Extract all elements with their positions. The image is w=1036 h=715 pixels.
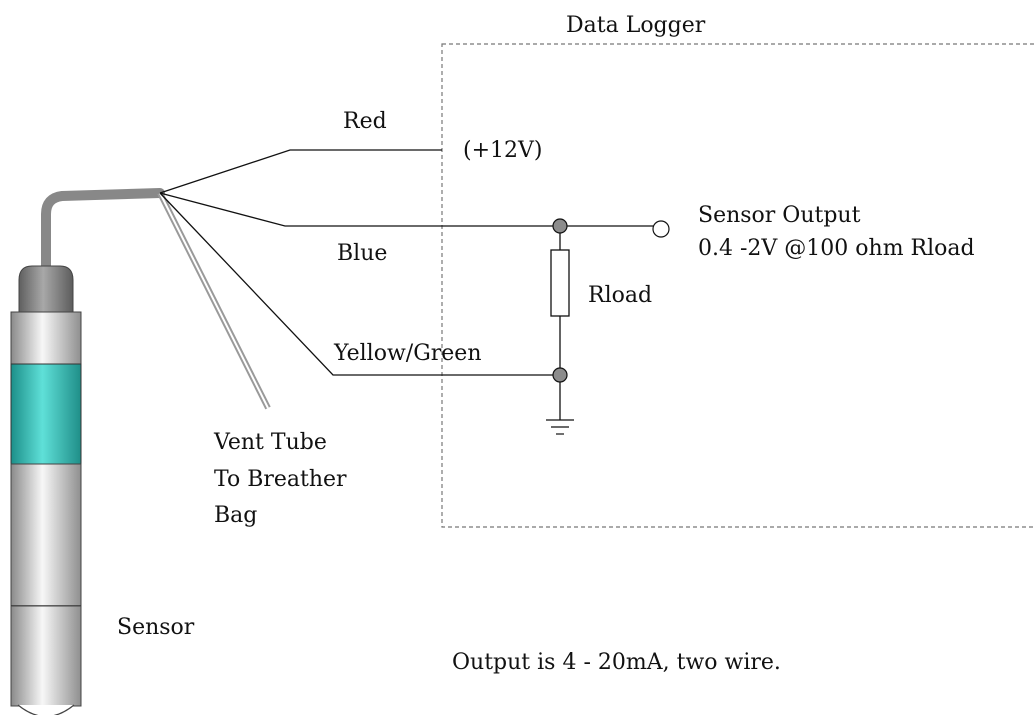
vent-tube-core (159, 192, 269, 409)
ground-junction-node (552, 367, 568, 383)
data-logger-box (441, 43, 1036, 528)
output-note: Output is 4 - 20mA, two wire. (452, 650, 781, 675)
sensor-band (10, 363, 82, 465)
output-range-label: 0.4 -2V @100 ohm Rload (698, 236, 975, 261)
sensor-body-upper (10, 311, 82, 365)
pressure-sensor (10, 265, 82, 715)
vent-tube-label-line-2: To Breather (214, 467, 347, 492)
sensor-label: Sensor (117, 615, 195, 640)
data-logger-label: Data Logger (566, 13, 706, 38)
vent-tube-label-line-3: Bag (214, 503, 257, 528)
vent-tube-label-line-1: Vent Tube (213, 430, 327, 455)
sensor-body-bottom (10, 605, 82, 707)
yellow-green-wire (159, 192, 560, 376)
sensor-tip (17, 704, 75, 715)
red-wire (159, 149, 442, 194)
blue-wire-label: Blue (337, 241, 387, 266)
red-wire-label: Red (343, 109, 387, 134)
rload-resistor (550, 249, 570, 317)
sensor-body-lower (10, 463, 82, 607)
blue-junction-node (552, 218, 568, 234)
yellow-green-wire-label: Yellow/Green (333, 341, 482, 366)
sensor-cap (18, 265, 74, 313)
rload-label: Rload (588, 283, 652, 308)
output-terminal-node (652, 220, 670, 238)
blue-wire (159, 192, 655, 227)
sensor-cable (41, 188, 165, 275)
plus-12v-label: (+12V) (463, 138, 542, 163)
sensor-output-label: Sensor Output (698, 203, 861, 228)
